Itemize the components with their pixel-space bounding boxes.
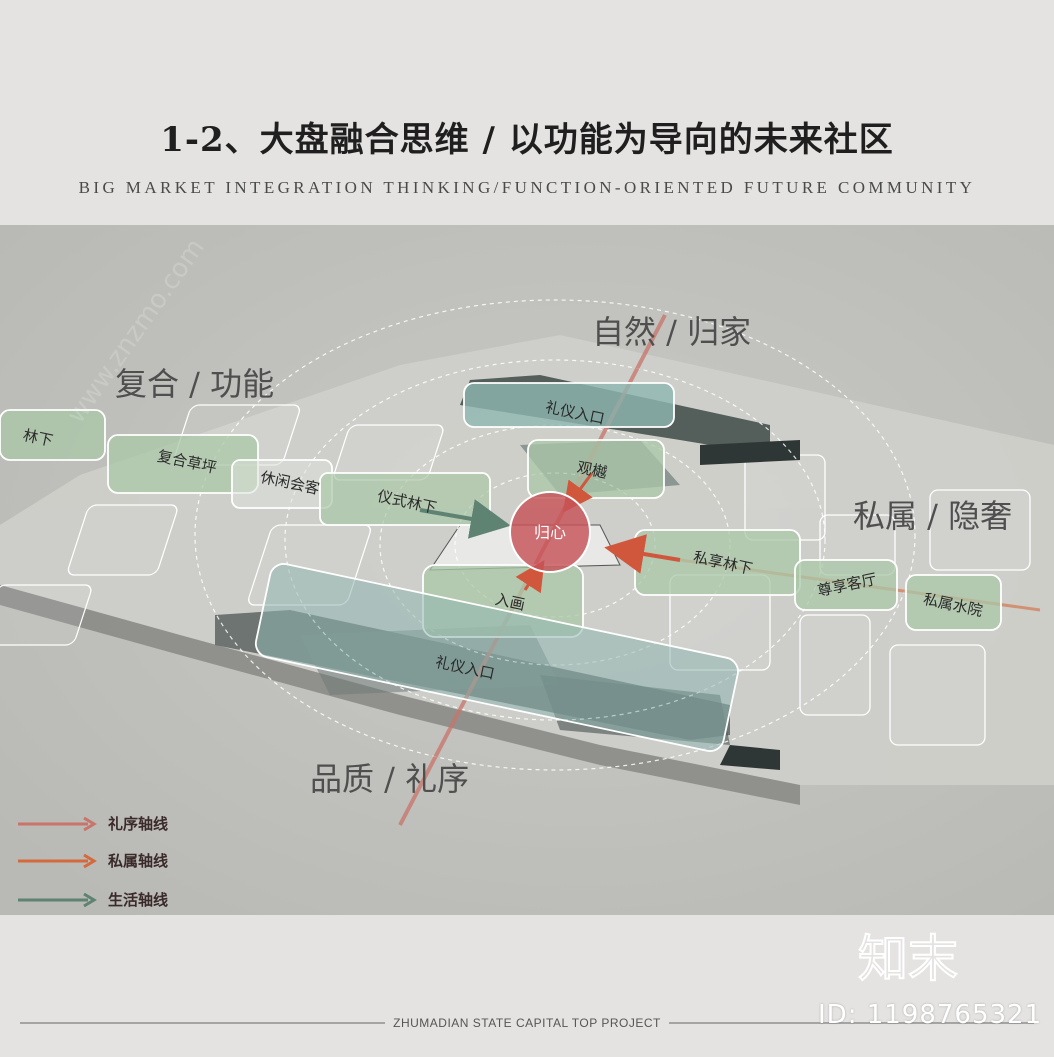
arrow-view-to-core [562, 472, 594, 513]
zone-left: 复合 / 功能 [115, 365, 274, 403]
zone-right: 私属 / 隐奢 [853, 497, 1012, 535]
arrow-painting-to-core [515, 559, 545, 594]
legend: 礼序轴线 私属轴线 生活轴线 [18, 815, 168, 909]
axis-arrows [419, 472, 681, 594]
legend-label-life: 生活轴线 [108, 891, 168, 909]
label-forest-left: 林下 [21, 426, 54, 450]
page-title: 1-2、大盘融合思维 / 以功能为导向的未来社区 [160, 120, 894, 160]
legend-item-ceremony: 礼序轴线 [18, 815, 168, 833]
watermark-id: ID: 1198765321 [818, 1000, 1043, 1030]
legend-item-life: 生活轴线 [18, 891, 168, 909]
zone-top: 自然 / 归家 [592, 313, 751, 351]
brand-logo-text: 知末 [858, 930, 958, 986]
label-into-painting: 入画 [493, 590, 526, 614]
footer-project: ZHUMADIAN STATE CAPITAL TOP PROJECT [0, 1016, 1054, 1030]
label-core: 归心 [534, 523, 566, 542]
footer-project-label: ZHUMADIAN STATE CAPITAL TOP PROJECT [385, 1016, 669, 1030]
legend-label-ceremony: 礼序轴线 [108, 815, 168, 833]
brand-logo: 知末 [858, 929, 959, 986]
legend-label-private: 私属轴线 [107, 852, 168, 870]
legend-item-private: 私属轴线 [18, 852, 168, 870]
core-circle [509, 491, 591, 573]
arrow-ceremony-forest-to-core [419, 499, 511, 539]
node-boxes [0, 382, 1002, 752]
site-diagram: 礼仪入口 观樾 归心 入画 礼仪入口 林下 复合草坪 休闲会客 仪式林下 私享林… [0, 225, 1054, 915]
zone-bottom: 品质 / 礼序 [310, 760, 469, 798]
label-view-point: 观樾 [575, 458, 608, 482]
arrow-private-to-core [604, 534, 681, 574]
page-subtitle: BIG MARKET INTEGRATION THINKING/FUNCTION… [78, 178, 976, 197]
